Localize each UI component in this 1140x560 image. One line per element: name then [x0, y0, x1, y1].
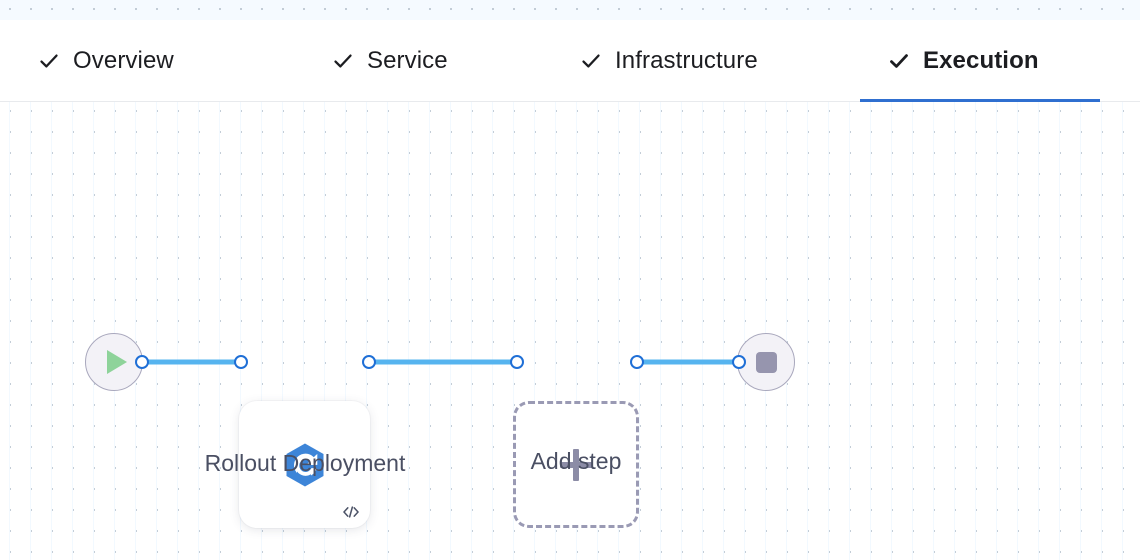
- tab-label-service: Service: [367, 47, 448, 74]
- tab-service[interactable]: Service: [330, 20, 450, 102]
- add-step-node[interactable]: [513, 401, 639, 528]
- handle-addstep-input[interactable]: [510, 355, 524, 369]
- tab-execution[interactable]: Execution: [860, 20, 1100, 103]
- check-icon: [332, 50, 354, 72]
- node-label-add-step: Add step: [530, 448, 622, 474]
- handle-end-input[interactable]: [732, 355, 746, 369]
- handle-addstep-output[interactable]: [630, 355, 644, 369]
- pipeline-end-node[interactable]: [737, 333, 795, 391]
- rollout-deployment-icon: [286, 443, 323, 486]
- handle-rollout-input[interactable]: [234, 355, 248, 369]
- play-icon: [107, 350, 127, 374]
- code-icon[interactable]: [342, 504, 360, 520]
- check-icon: [888, 50, 910, 72]
- handle-rollout-output[interactable]: [362, 355, 376, 369]
- canvas-top-strip: [0, 0, 1140, 20]
- tab-label-overview: Overview: [73, 47, 174, 74]
- check-icon: [38, 50, 60, 72]
- tab-label-execution: Execution: [923, 47, 1039, 74]
- tab-label-infrastructure: Infrastructure: [615, 47, 758, 74]
- tab-infrastructure[interactable]: Infrastructure: [578, 20, 760, 102]
- pipeline-start-node[interactable]: [85, 333, 143, 391]
- stop-icon: [755, 351, 777, 373]
- check-icon: [580, 50, 602, 72]
- step-node-rollout-deployment[interactable]: [239, 401, 370, 528]
- stage-tab-bar: Overview Service Infrastructure: [0, 20, 1140, 103]
- plus-icon: [560, 448, 592, 481]
- node-label-rollout-deployment: Rollout Deployment: [204, 450, 406, 476]
- active-tab-indicator: [860, 99, 1100, 103]
- pipeline-canvas[interactable]: Rollout Deployment Add step: [0, 102, 1140, 560]
- tab-overview[interactable]: Overview: [36, 20, 176, 102]
- handle-start-output[interactable]: [135, 355, 149, 369]
